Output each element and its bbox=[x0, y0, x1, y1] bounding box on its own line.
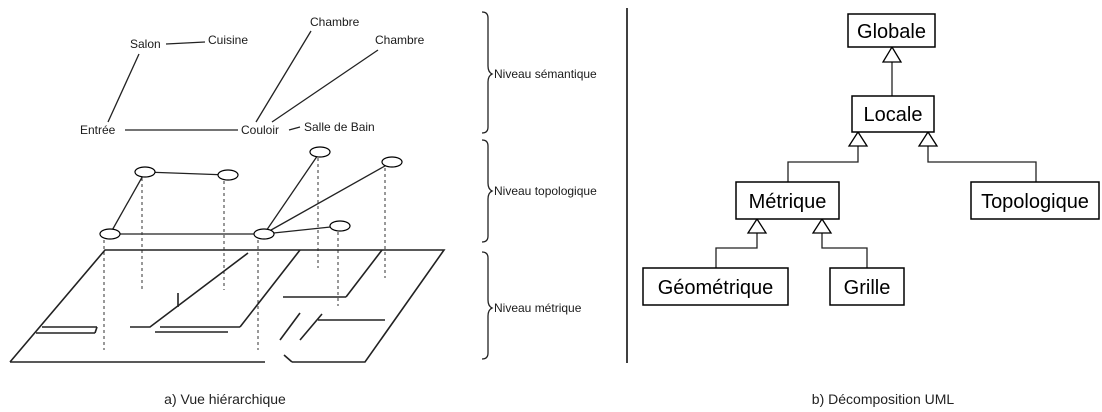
node-label-salle-de-bain: Salle de Bain bbox=[304, 120, 375, 134]
caption-right: b) Décomposition UML bbox=[812, 391, 955, 407]
floor-outer-wall bbox=[9, 249, 446, 363]
class-label-grille: Grille bbox=[844, 277, 891, 299]
node-label-chambre-2: Chambre bbox=[375, 33, 425, 47]
class-box-locale bbox=[851, 95, 935, 133]
topo-node-couloir bbox=[253, 228, 275, 240]
edge-couloir-sdb bbox=[288, 126, 301, 131]
topo-node-cuisine bbox=[217, 169, 239, 181]
class-label-metrique: Métrique bbox=[749, 191, 827, 213]
floor-wall bbox=[239, 249, 301, 328]
level-braces: Niveau sémantique Niveau topologique Niv… bbox=[481, 11, 597, 360]
topo-node-salle-de-bain bbox=[329, 220, 351, 232]
class-box-geometrique bbox=[642, 267, 789, 306]
inheritance-line-topologique-locale bbox=[927, 146, 1037, 182]
brace-metric bbox=[481, 251, 494, 360]
topo-edge bbox=[109, 171, 146, 235]
floor-wall bbox=[345, 249, 383, 298]
topo-node-entree bbox=[99, 228, 121, 240]
topo-node-chambre-1 bbox=[309, 146, 331, 158]
level-label-topologic: Niveau topologique bbox=[494, 184, 597, 198]
topo-edge bbox=[263, 151, 321, 235]
uml-diagram: Globale Locale Métrique Topologique Géom… bbox=[642, 13, 1100, 306]
semantic-level: Salon Cuisine Chambre Chambre Entrée Cou… bbox=[80, 15, 425, 137]
node-label-chambre-1: Chambre bbox=[310, 15, 360, 29]
floor-wall bbox=[279, 312, 301, 341]
inheritance-arrow bbox=[881, 45, 903, 63]
brace-topologic bbox=[481, 139, 494, 243]
brace-semantic bbox=[481, 11, 494, 134]
inheritance-arrow bbox=[811, 217, 833, 234]
inheritance-arrow bbox=[847, 130, 869, 147]
node-label-cuisine: Cuisine bbox=[208, 33, 248, 47]
class-box-grille bbox=[829, 267, 905, 306]
class-box-globale bbox=[847, 13, 936, 48]
class-box-metrique bbox=[735, 181, 840, 220]
node-label-couloir: Couloir bbox=[241, 123, 279, 137]
topo-edge bbox=[263, 161, 393, 235]
floor-wall bbox=[94, 326, 98, 334]
node-label-salon: Salon bbox=[130, 37, 161, 51]
level-label-semantic: Niveau sémantique bbox=[494, 67, 597, 81]
edge-couloir-chambre1 bbox=[255, 30, 312, 123]
node-label-entree: Entrée bbox=[80, 123, 116, 137]
topo-node-chambre-2 bbox=[381, 156, 403, 168]
inheritance-line-geometrique-metrique bbox=[715, 233, 758, 268]
floor-wall bbox=[299, 313, 323, 341]
metric-floor-plan bbox=[9, 249, 446, 363]
topo-edge bbox=[263, 225, 341, 235]
floor-wall bbox=[283, 354, 293, 363]
topo-node-salon bbox=[134, 166, 156, 178]
class-label-topologique: Topologique bbox=[981, 191, 1089, 213]
edge-couloir-chambre2 bbox=[271, 49, 379, 123]
class-box-topologique bbox=[970, 181, 1100, 220]
caption-left: a) Vue hiérarchique bbox=[164, 391, 286, 407]
topological-level bbox=[99, 146, 403, 240]
inheritance-arrow bbox=[917, 130, 939, 147]
topo-edge bbox=[144, 171, 229, 176]
class-label-locale: Locale bbox=[864, 104, 923, 126]
edge-salon-cuisine bbox=[165, 41, 206, 45]
floor-wall bbox=[130, 252, 249, 328]
level-label-metric: Niveau métrique bbox=[494, 301, 582, 315]
edge-salon-entree bbox=[107, 53, 140, 123]
inheritance-line-metrique-locale bbox=[787, 146, 859, 182]
class-label-globale: Globale bbox=[857, 21, 926, 43]
inheritance-line-grille-metrique bbox=[821, 233, 868, 268]
inheritance-arrow bbox=[746, 217, 768, 234]
class-label-geometrique: Géométrique bbox=[658, 277, 774, 299]
